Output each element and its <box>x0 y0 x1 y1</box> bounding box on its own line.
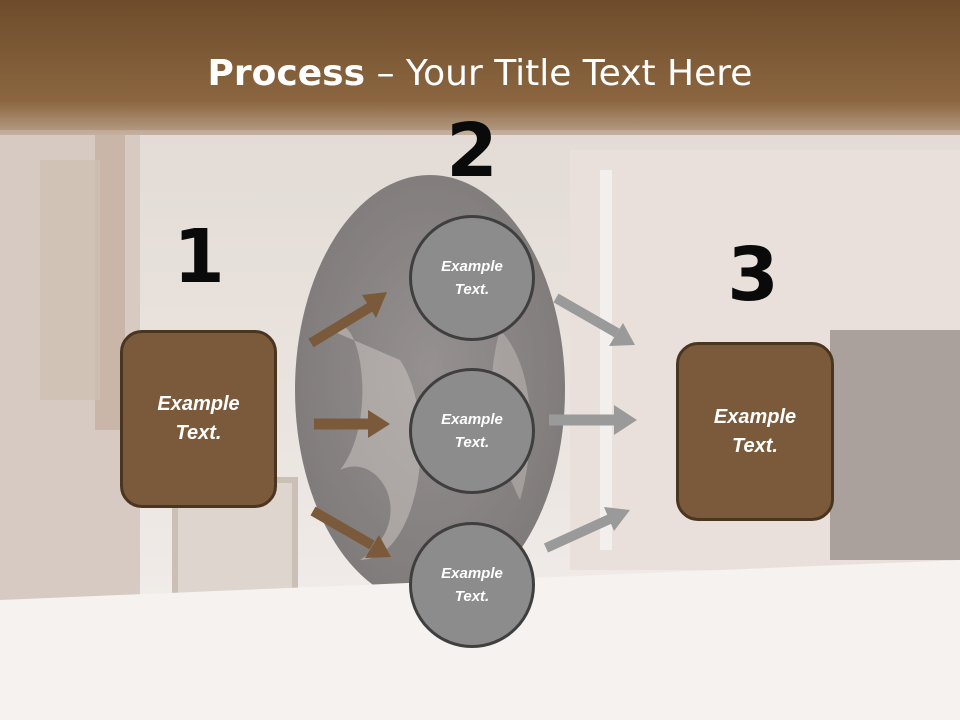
arrow-bottom-to-3 <box>543 507 630 553</box>
step-1-label-line2: Text. <box>175 422 222 444</box>
circle-bottom-line1: Example <box>441 565 503 582</box>
arrow-middle-to-3 <box>549 405 637 435</box>
step-3-label-line1: Example <box>713 405 797 428</box>
step-1-box: Example Text. <box>120 330 277 508</box>
circle-top-line2: Text. <box>454 281 490 298</box>
step-number-3: 3 <box>727 232 779 318</box>
arrow-top-to-3 <box>553 293 635 346</box>
slide-title: Process – Your Title Text Here <box>0 52 960 96</box>
circle-middle-line2: Text. <box>454 434 490 451</box>
circle-middle-line1: Example <box>441 411 503 428</box>
step-1-label: Example Text. <box>157 390 239 448</box>
step-number-1: 1 <box>173 214 225 300</box>
arrow-1-to-top <box>308 292 387 348</box>
step-number-2: 2 <box>446 108 498 194</box>
step-3-box: Example Text. <box>676 342 834 521</box>
title-bold: Process <box>207 53 366 94</box>
circle-top-line1: Example <box>441 258 503 275</box>
circle-bottom-line2: Text. <box>454 588 490 605</box>
step-2-circle-top: Example Text. <box>409 215 535 341</box>
step-3-label-line2: Text. <box>732 434 778 457</box>
step-2-circle-bottom: Example Text. <box>409 522 535 648</box>
arrow-1-to-bottom <box>310 506 391 558</box>
title-rest: – Your Title Text Here <box>365 53 753 94</box>
arrow-1-to-middle <box>314 410 390 438</box>
step-2-circle-middle: Example Text. <box>409 368 535 494</box>
step-1-label-line1: Example <box>157 393 240 415</box>
step-3-label: Example Text. <box>714 403 796 461</box>
